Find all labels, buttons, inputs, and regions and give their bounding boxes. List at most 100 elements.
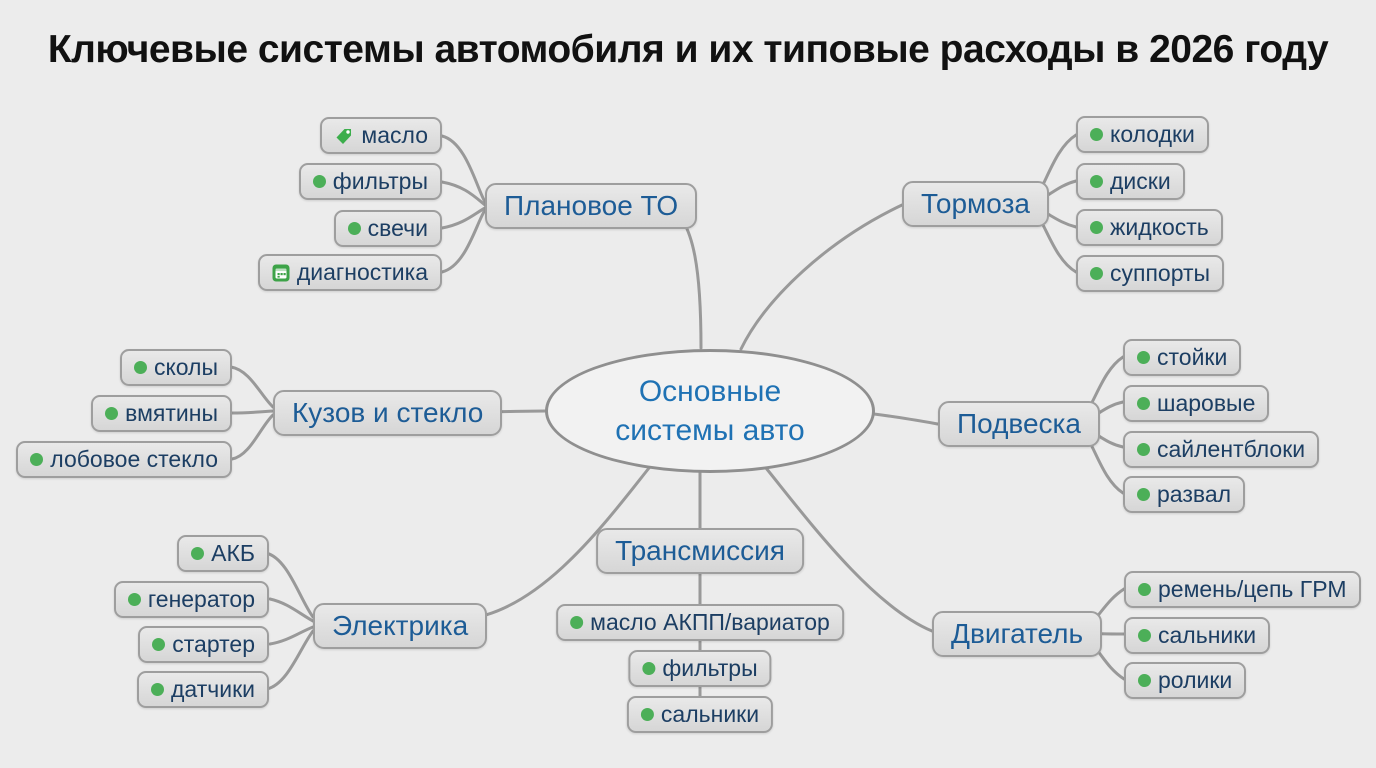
child-svechi-label: свечи [367,215,428,241]
green-dot-icon [191,547,205,560]
child-akb-label: АКБ [211,540,255,566]
green-dot-icon [1137,488,1150,501]
branch-tormoza-label: Тормоза [921,188,1030,219]
green-dot-icon [1090,128,1103,141]
child-roliki[interactable]: ролики [1124,662,1247,699]
center-node-label: Основные системы авто [615,375,805,447]
child-maslo-akpp-label: масло АКПП/вариатор [590,609,830,635]
child-supporty-label: суппорты [1110,260,1211,286]
green-dot-icon [312,175,326,188]
connector-kuzov-skoly [229,365,275,409]
branch-elektrika[interactable]: Электрика [313,603,488,649]
branch-transmissiya-label: Трансмиссия [615,535,785,566]
child-zhidkost-label: жидкость [1110,214,1209,240]
child-generator-label: генератор [147,586,255,612]
child-datchiki-label: датчики [171,676,255,702]
child-kolodki-label: колодки [1110,121,1195,147]
center-node[interactable]: Основные системы авто [545,349,875,473]
child-starter-label: стартер [172,631,255,657]
green-dot-icon [642,662,656,675]
child-filtry-label: фильтры [332,168,428,194]
branch-podveska[interactable]: Подвеска [938,401,1100,447]
child-diagnostika[interactable]: диагностика [257,254,442,291]
green-dot-icon [1137,351,1150,364]
green-dot-icon [570,616,584,629]
child-filtry[interactable]: фильтры [298,163,442,200]
child-lobovoe-label: лобовое стекло [50,446,218,472]
connector-center-dvigatel [764,466,934,633]
branch-dvigatel-label: Двигатель [951,618,1084,649]
child-filtry-transmissiya-label: фильтры [662,655,758,681]
child-salniki-transmissiya-label: сальники [660,701,760,727]
green-dot-icon [1090,221,1103,234]
branch-planovoe-to-label: Плановое ТО [504,190,679,221]
connector-center-elektrika [463,466,651,621]
child-diski[interactable]: диски [1076,163,1185,200]
child-razval-label: развал [1157,481,1232,507]
child-remen[interactable]: ремень/цепь ГРМ [1124,571,1361,608]
green-tag-icon [336,128,352,144]
green-dot-icon [347,222,361,235]
child-akb[interactable]: АКБ [177,535,269,572]
green-dot-icon [105,407,119,420]
child-filtry-transmissiya[interactable]: фильтры [628,650,772,687]
connector-elektrika-generator [268,597,315,623]
child-sharovye[interactable]: шаровые [1123,385,1270,422]
child-saylentbloki[interactable]: сайлентблоки [1123,431,1320,468]
child-skoly-label: сколы [153,354,218,380]
child-generator[interactable]: генератор [113,581,269,618]
branch-tormoza[interactable]: Тормоза [902,181,1049,227]
child-stoyki[interactable]: стойки [1123,339,1242,376]
child-salniki-transmissiya[interactable]: сальники [626,696,774,733]
child-supporty[interactable]: суппорты [1076,255,1225,292]
green-dot-icon [127,593,141,606]
connector-elektrika-akb [264,551,315,619]
connector-planovoe-svechi [440,206,487,230]
branch-elektrika-label: Электрика [332,610,469,641]
child-starter[interactable]: стартер [138,626,269,663]
connector-planovoe-maslo [440,134,487,204]
connector-elektrika-starter [268,625,315,646]
child-diagnostika-label: диагностика [296,259,428,285]
green-calendar-icon [272,264,290,281]
child-vmyatiny[interactable]: вмятины [91,395,232,432]
child-svechi[interactable]: свечи [333,210,442,247]
child-lobovoe[interactable]: лобовое стекло [16,441,232,478]
connector-planovoe-diagnostika [440,208,487,274]
diagram-title: Ключевые системы автомобиля и их типовые… [47,28,1329,71]
connector-kuzov-lobovoe [230,413,275,461]
connector-kuzov-vmyatiny [230,409,275,415]
child-salniki-dvigatel-label: сальники [1158,622,1257,648]
green-dot-icon [1137,397,1150,410]
child-maslo[interactable]: масло [320,117,442,154]
green-dot-icon [152,638,166,651]
branch-kuzov[interactable]: Кузов и стекло [273,390,503,436]
connector-elektrika-datchiki [265,629,315,691]
child-sharovye-label: шаровые [1157,390,1256,416]
connector-center-tormoza [739,203,904,351]
child-diski-label: диски [1110,168,1171,194]
branch-transmissiya[interactable]: Трансмиссия [596,528,804,574]
child-saylentbloki-label: сайлентблоки [1157,436,1306,462]
child-stoyki-label: стойки [1157,344,1228,370]
branch-dvigatel[interactable]: Двигатель [932,611,1103,657]
branch-kuzov-label: Кузов и стекло [292,397,484,428]
connector-center-podveska [872,412,940,426]
child-maslo-label: масло [361,122,428,148]
branch-planovoe-to[interactable]: Плановое ТО [485,183,698,229]
child-razval[interactable]: развал [1123,476,1246,513]
child-remen-label: ремень/цепь ГРМ [1158,576,1347,602]
green-dot-icon [30,453,44,466]
child-maslo-akpp[interactable]: масло АКПП/вариатор [556,604,844,641]
green-dot-icon [1137,443,1150,456]
child-datchiki[interactable]: датчики [137,671,269,708]
child-zhidkost[interactable]: жидкость [1076,209,1223,246]
child-skoly[interactable]: сколы [119,349,232,386]
green-dot-icon [1090,267,1103,280]
child-salniki-dvigatel[interactable]: сальники [1124,617,1271,654]
green-dot-icon [1138,583,1151,596]
child-kolodki[interactable]: колодки [1076,116,1209,153]
child-roliki-label: ролики [1158,667,1233,693]
green-dot-icon [1138,629,1151,642]
